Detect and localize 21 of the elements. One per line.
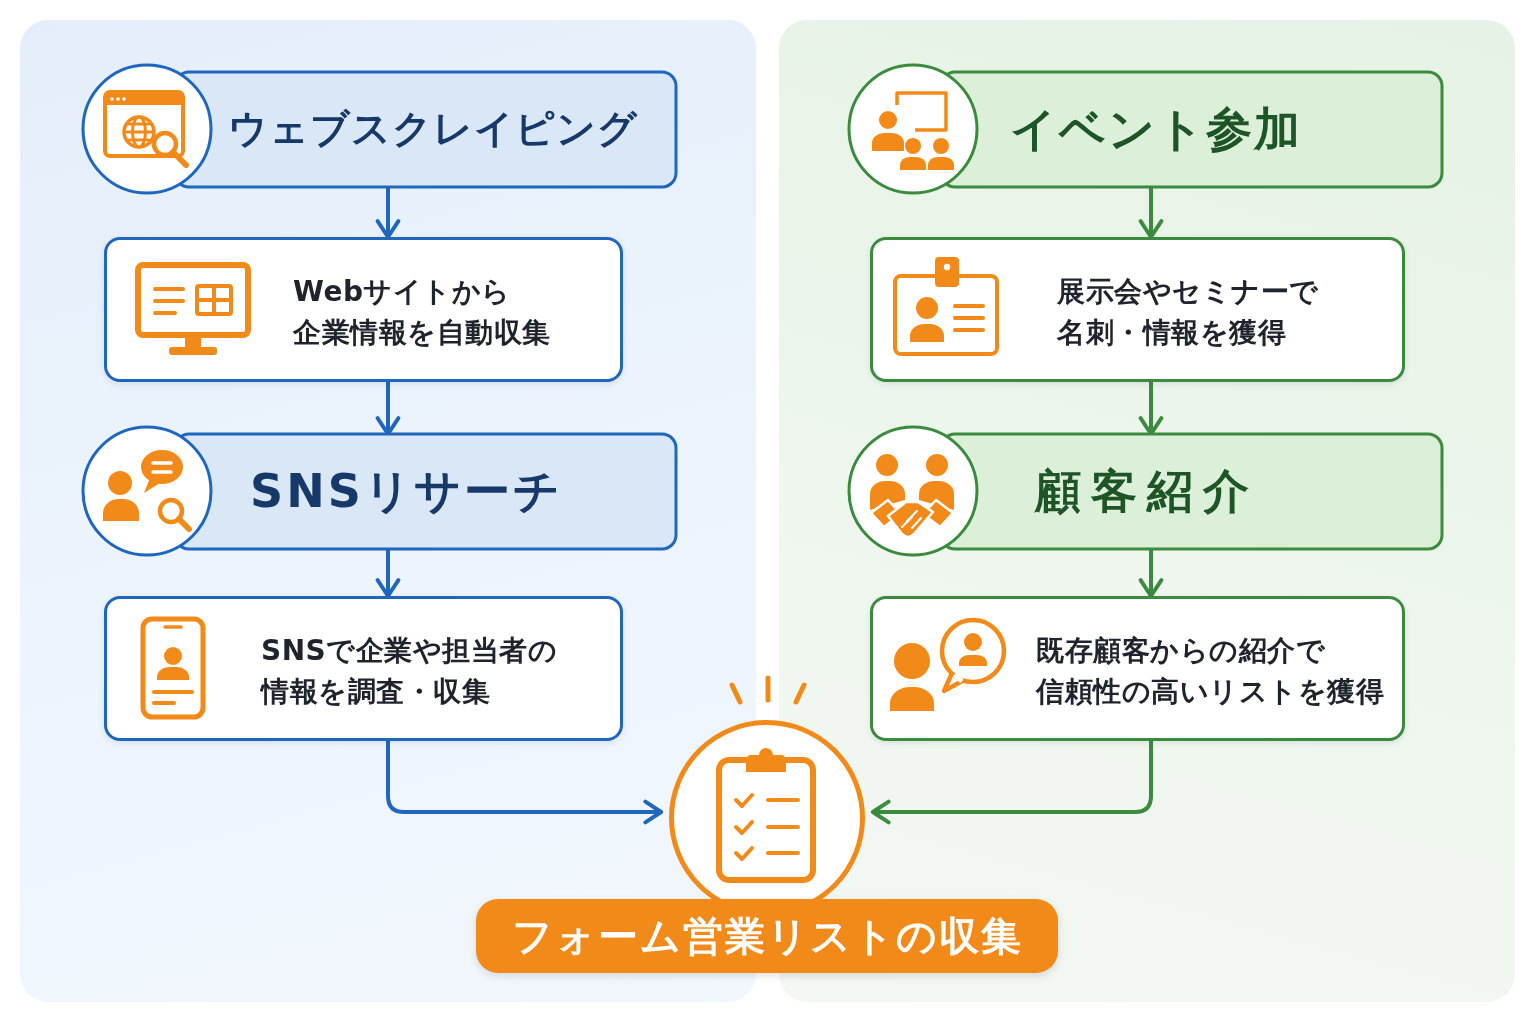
step-text: SNSで企業や担当者の情報を調査・収集	[261, 633, 558, 710]
heading: 顧客紹介	[1035, 463, 1259, 520]
arrow	[1138, 382, 1164, 436]
arrow	[1138, 549, 1164, 598]
step-box	[104, 237, 623, 382]
arrow	[375, 382, 401, 436]
heading: イベント参加	[1010, 101, 1302, 158]
step-text: Webサイトから企業情報を自動収集	[293, 274, 551, 351]
title-banner: フォーム営業リストの収集	[476, 899, 1058, 973]
arrow	[1138, 187, 1164, 239]
arrow	[375, 187, 401, 239]
step-box	[870, 237, 1405, 382]
arrow	[375, 549, 401, 598]
elbow-arrow	[386, 741, 664, 825]
heading: ウェブスクレイピング	[228, 106, 638, 153]
heading: SNSリサーチ	[250, 463, 563, 520]
elbow-arrow	[870, 741, 1153, 825]
step-text: 既存顧客からの紹介で信頼性の高いリストを獲得	[1036, 633, 1384, 710]
step-box	[870, 596, 1405, 741]
step-box	[104, 596, 623, 741]
step-text: 展示会やセミナーで名刺・情報を獲得	[1057, 274, 1319, 351]
